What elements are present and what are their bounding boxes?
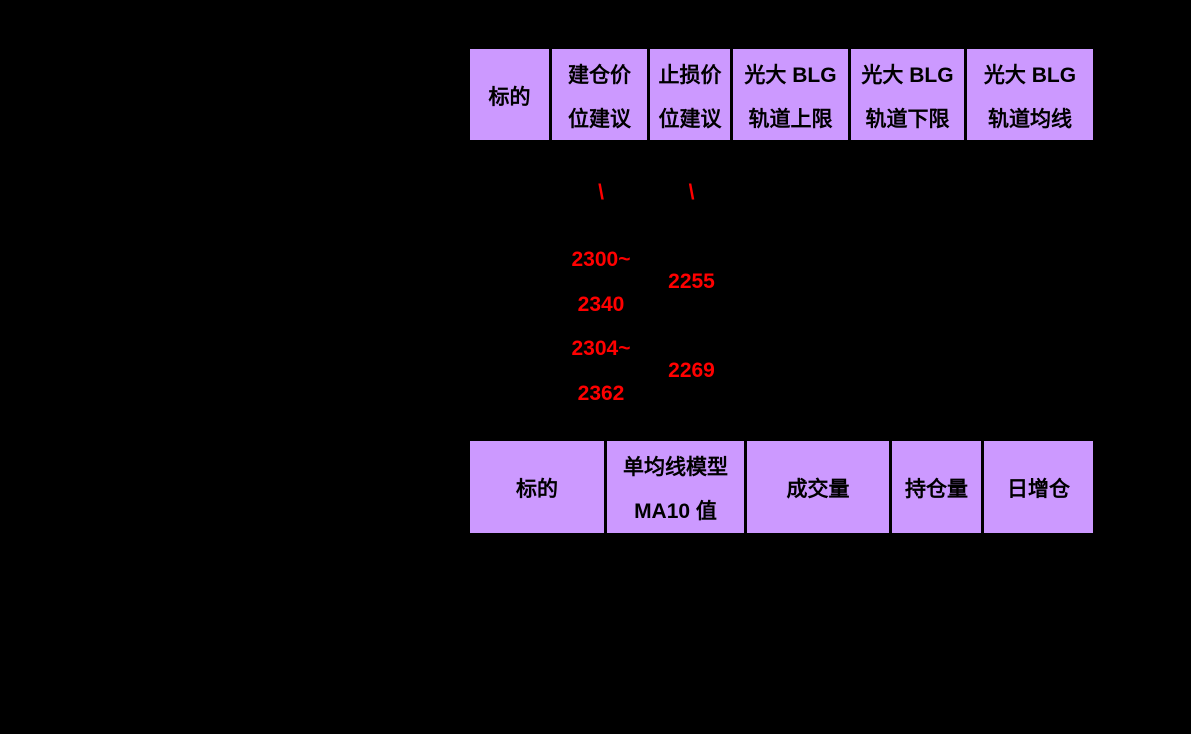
- strategy-table-header: 标的 建仓价 位建议 止损价 位建议 光大 BLG 轨道上限 光大 BLG 轨道…: [470, 49, 1093, 140]
- cell-blg-mean: [967, 148, 1093, 237]
- header-label: 成交量: [786, 478, 850, 501]
- header-label: MA10 值: [634, 500, 717, 523]
- cell-entry-price: 2304~ 2362: [552, 326, 650, 415]
- cell-blg-upper: [733, 148, 851, 237]
- cell-stop-price: 2269: [650, 326, 733, 415]
- header-label: 止损价: [658, 63, 722, 87]
- header-label: 单均线模型: [623, 456, 728, 479]
- strategy-table-body: \ \ 2300~ 2340 2255 2304~: [470, 148, 1093, 415]
- header-label: 光大 BLG: [861, 63, 954, 87]
- header-cell-blg-mean: 光大 BLG 轨道均线: [967, 49, 1093, 140]
- stop-price-value: 2255: [668, 270, 715, 293]
- cell-blg-lower: [851, 326, 967, 415]
- cell-stop-price: \: [650, 148, 733, 237]
- header-cell-open-interest: 持仓量: [892, 441, 984, 533]
- table-row: 2304~ 2362 2269: [470, 326, 1093, 415]
- volume-table-header: 标的 单均线模型 MA10 值 成交量 持仓量 日增仓: [470, 441, 1093, 533]
- cell-blg-mean: [967, 237, 1093, 326]
- entry-price-value: \: [598, 181, 604, 204]
- header-label: 轨道下限: [865, 107, 950, 131]
- header-label: 轨道上限: [748, 107, 833, 131]
- cell-blg-lower: [851, 237, 967, 326]
- header-cell-daily-position-change: 日增仓: [984, 441, 1093, 533]
- header-label: 光大 BLG: [983, 63, 1077, 87]
- header-cell-ma10: 单均线模型 MA10 值: [607, 441, 747, 533]
- header-cell-blg-lower: 光大 BLG 轨道下限: [851, 49, 967, 140]
- header-cell-target: 标的: [470, 49, 552, 140]
- header-cell-volume: 成交量: [747, 441, 892, 533]
- cell-target: [470, 326, 552, 415]
- entry-price-value: 2340: [577, 292, 625, 316]
- header-label: 持仓量: [905, 478, 968, 501]
- header-cell-stop-price: 止损价 位建议: [650, 49, 733, 140]
- stop-price-value: 2269: [668, 359, 715, 382]
- cell-blg-lower: [851, 148, 967, 237]
- entry-price-value: 2300~: [571, 247, 631, 271]
- header-label: 轨道均线: [988, 107, 1072, 131]
- cell-blg-mean: [967, 326, 1093, 415]
- header-label: 位建议: [658, 107, 722, 131]
- header-label: 标的: [516, 478, 558, 501]
- cell-blg-upper: [733, 237, 851, 326]
- table-row: 2300~ 2340 2255: [470, 237, 1093, 326]
- cell-target: [470, 148, 552, 237]
- header-label: 日增仓: [1007, 478, 1070, 501]
- stop-price-value: \: [688, 181, 695, 204]
- header-label: 位建议: [568, 107, 631, 131]
- entry-price-value: 2362: [577, 381, 625, 405]
- cell-blg-upper: [733, 326, 851, 415]
- cell-entry-price: 2300~ 2340: [552, 237, 650, 326]
- header-label: 建仓价: [568, 63, 631, 87]
- header-label: 标的: [488, 85, 531, 109]
- entry-price-value: 2304~: [571, 336, 631, 360]
- cell-stop-price: 2255: [650, 237, 733, 326]
- cell-target: [470, 237, 552, 326]
- header-cell-blg-upper: 光大 BLG 轨道上限: [733, 49, 851, 140]
- table-row: \ \: [470, 148, 1093, 237]
- header-label: 光大 BLG: [744, 63, 837, 87]
- header-cell-entry-price: 建仓价 位建议: [552, 49, 650, 140]
- cell-entry-price: \: [552, 148, 650, 237]
- header-cell-target: 标的: [470, 441, 607, 533]
